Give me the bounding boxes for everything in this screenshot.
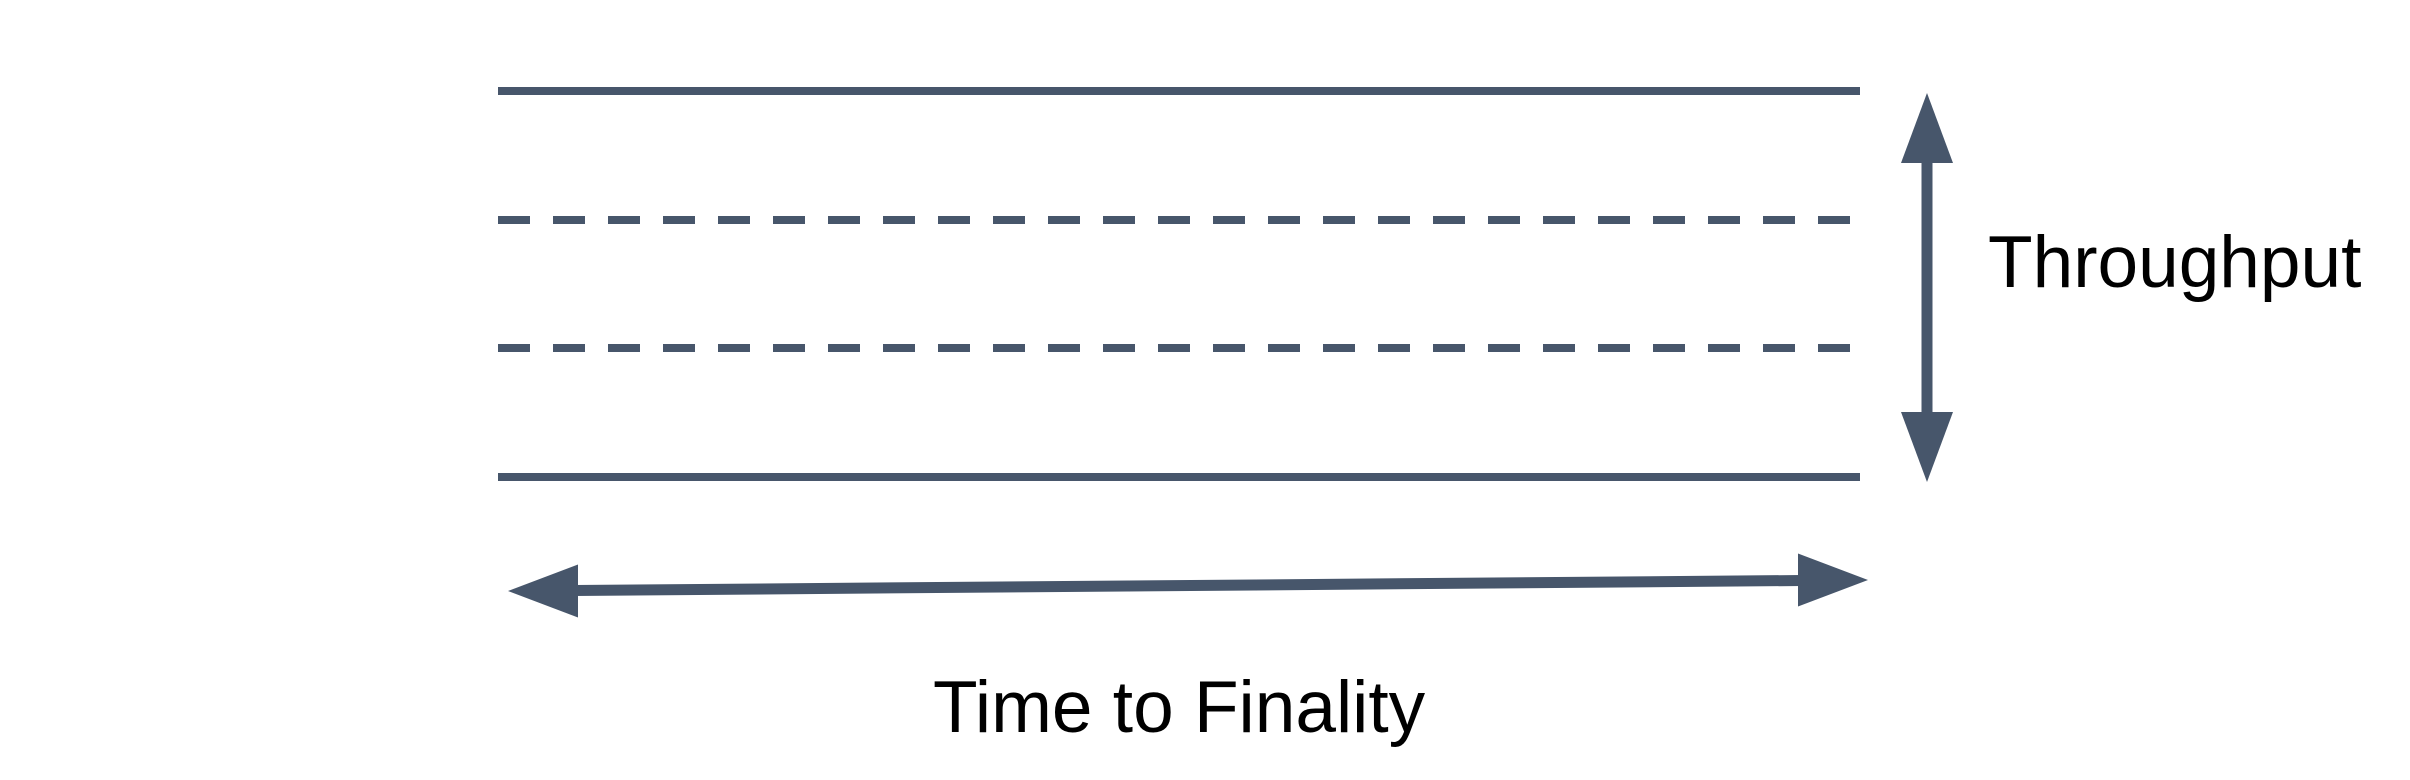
arrow-down-head-icon (1901, 412, 1953, 482)
time-to-finality-arrow (508, 553, 1868, 618)
arrow-right-head-icon (1798, 553, 1868, 607)
time-to-finality-arrow-shaft (573, 575, 1803, 596)
arrow-left-head-icon (508, 564, 578, 618)
throughput-label: Throughput (1988, 222, 2362, 303)
arrow-up-head-icon (1901, 93, 1953, 163)
throughput-arrow (1901, 93, 1953, 482)
time-to-finality-label: Time to Finality (933, 667, 1426, 748)
